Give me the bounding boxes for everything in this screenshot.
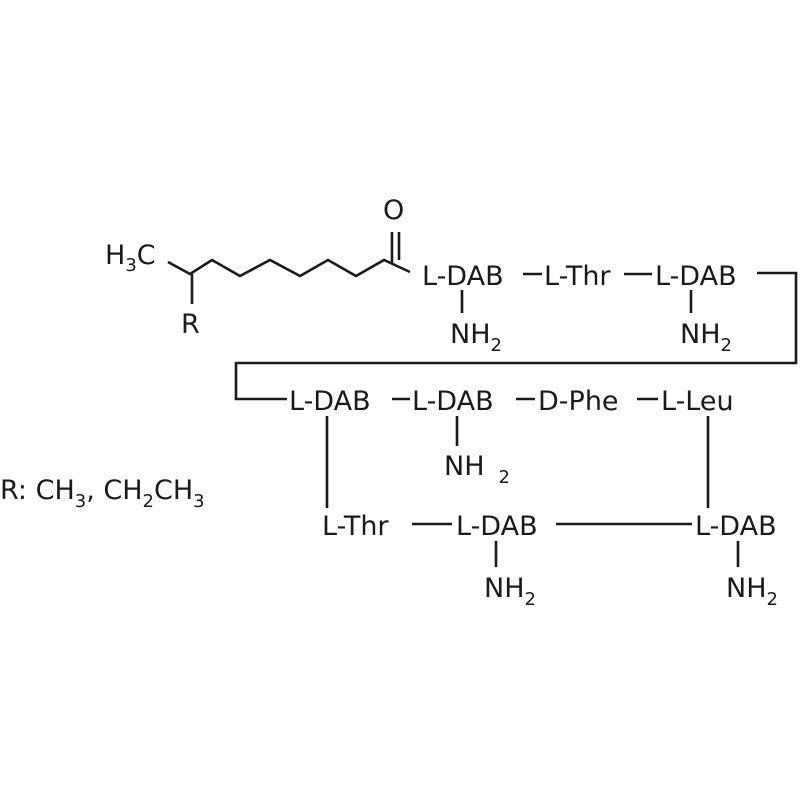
r-group-label: R: [181, 309, 200, 340]
bottom-nh2-label-2: NH2: [726, 573, 778, 610]
top-nh2-label-2: NH2: [680, 319, 732, 356]
mid-residue-d-phe: D-Phe: [538, 386, 619, 417]
connector-top-to-middle: [234, 271, 798, 401]
acyl-zigzag-bond: [167, 258, 411, 278]
bottom-row-labels: L-Thr L-DAB L-DAB NH2 NH2: [322, 511, 778, 610]
mid-residue-l-dab-2: L-DAB: [412, 386, 494, 417]
top-residue-l-thr: L-Thr: [544, 261, 611, 292]
acyl-chain-labels: H3C R O: [105, 195, 404, 340]
bottom-nh2-label-1: NH2: [484, 573, 536, 610]
h3c-label: H3C: [105, 240, 156, 276]
top-row-labels: L-DAB L-Thr L-DAB NH2 NH2: [422, 261, 737, 356]
top-nh2-label-1: NH2: [450, 319, 502, 356]
r-group-definition: R: CH3, CH2CH3: [0, 475, 205, 512]
mid-residue-l-dab-1: L-DAB: [289, 386, 371, 417]
top-residue-l-dab-1: L-DAB: [422, 261, 504, 292]
bottom-row-bonds: [412, 522, 740, 567]
top-row-bonds: [234, 271, 798, 401]
top-residue-l-dab-2: L-DAB: [655, 261, 737, 292]
middle-row-bonds: [325, 397, 710, 508]
mid-residue-l-leu: L-Leu: [661, 386, 734, 417]
bottom-residue-l-dab-1: L-DAB: [456, 511, 538, 542]
bottom-residue-l-thr: L-Thr: [322, 511, 389, 542]
bottom-residue-l-dab-2: L-DAB: [695, 511, 777, 542]
acyl-chain-bonds: [167, 232, 411, 304]
carbonyl-oxygen-label: O: [383, 195, 404, 226]
